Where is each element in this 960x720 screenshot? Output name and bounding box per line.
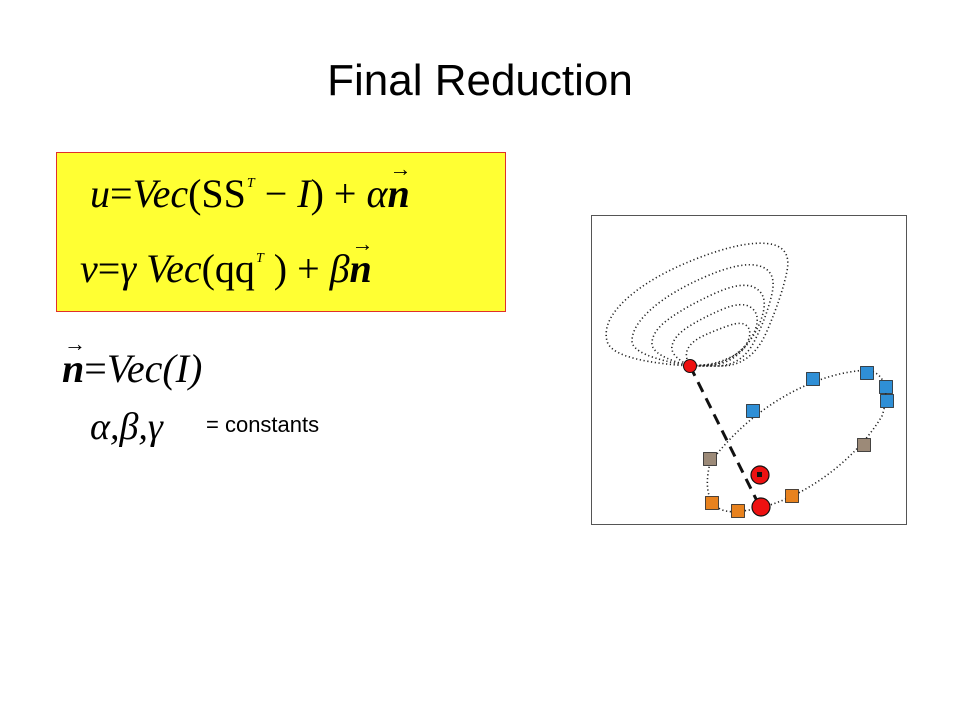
red-marker-bottom	[751, 497, 771, 517]
square-gray-2	[703, 452, 717, 466]
cone-loop-5	[685, 322, 751, 367]
vec-argument: (qq	[201, 246, 255, 291]
square-orange-2	[705, 496, 719, 510]
equals-sign: =	[84, 346, 107, 391]
vec-identity: Vec(I)	[106, 346, 203, 391]
transpose-superscript: T	[255, 250, 264, 266]
n-vector: n	[350, 231, 374, 292]
u-equation: u=Vec(SST − I) + αn	[90, 156, 412, 217]
constants-label: = constants	[206, 412, 320, 437]
orbit-path	[706, 369, 887, 513]
v-symbol: v	[80, 246, 98, 291]
square-orange-3	[731, 504, 745, 518]
dashed-connector	[688, 365, 762, 508]
beta-coefficient: β	[329, 246, 350, 291]
trajectory-figure	[591, 215, 907, 525]
equals-sign: =	[110, 171, 133, 216]
trajectory-svg	[605, 242, 894, 518]
plus-sign: +	[287, 246, 330, 291]
cone-loop-3	[651, 284, 766, 367]
square-blue-4	[880, 394, 894, 408]
minus-sign: −	[254, 171, 298, 216]
close-paren: )	[310, 171, 324, 216]
red-marker-mid-dot	[757, 472, 762, 477]
v-equation: v=γ Vec(qqT ) + βn	[80, 231, 374, 292]
slide-title: Final Reduction	[327, 56, 633, 105]
square-orange-1	[785, 489, 799, 503]
alpha-coefficient: α	[366, 171, 388, 216]
square-blue-5	[746, 404, 760, 418]
vec-argument: (SS	[188, 171, 246, 216]
close-paren: )	[263, 246, 288, 291]
square-blue-2	[860, 366, 874, 380]
vec-function: Vec	[146, 246, 202, 291]
u-symbol: u	[90, 171, 110, 216]
identity-symbol: I	[297, 171, 311, 216]
square-blue-3	[879, 380, 893, 394]
plus-sign: +	[323, 171, 367, 216]
n-vector: n	[387, 156, 411, 217]
equation-box	[56, 152, 506, 312]
square-gray-1	[857, 438, 871, 452]
square-blue-1	[806, 372, 820, 386]
transpose-superscript: T	[246, 175, 255, 191]
cone-loop-4	[671, 303, 758, 367]
gamma-coefficient: γ	[120, 246, 137, 291]
equals-sign: =	[97, 246, 121, 291]
red-marker-apex	[683, 359, 697, 373]
cone-loop-2	[631, 263, 774, 367]
vec-function: Vec	[132, 171, 189, 216]
cone-loop-1	[605, 242, 789, 367]
greek-constants: α,β,γ	[90, 406, 163, 448]
n-definition: n=Vec(I)	[62, 331, 203, 392]
n-vector: n	[62, 331, 86, 392]
